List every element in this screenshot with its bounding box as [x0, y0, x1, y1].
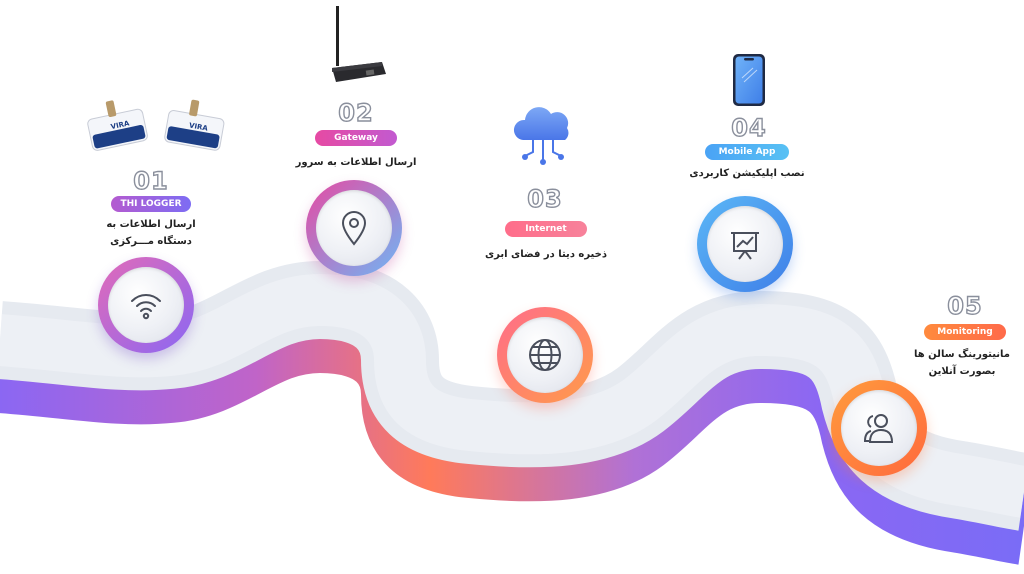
step-badge-5	[831, 380, 927, 476]
step-number-1: 01	[133, 167, 169, 195]
step-desc-1: ارسال اطلاعات به دستگاه مـــرکزی	[86, 216, 216, 250]
step-desc-2: ارسال اطلاعات به سرور	[291, 154, 421, 171]
logger-device-icon: VIRA VIRA	[87, 99, 225, 151]
globe-icon	[529, 339, 561, 371]
step-tag-1: THI LOGGER	[111, 196, 191, 212]
step-desc-3-line-1: ذخیره دیتا در فضای ابری	[485, 249, 607, 260]
step-tag-2: Gateway	[315, 130, 397, 146]
step-tag-5: Monitoring	[924, 324, 1006, 340]
step-desc-4-line-1: نصب اپلیکیشن کاربردی	[689, 168, 805, 179]
cloud-icon	[513, 107, 569, 165]
step-number-2: 02	[338, 99, 374, 127]
step-badge-2	[306, 180, 402, 276]
smartphone-icon	[733, 54, 765, 106]
step-badge-3	[497, 307, 593, 403]
step-desc-5-line-2: بصورت آنلاین	[928, 366, 996, 377]
step-desc-5-line-1: مانیتورینگ سالن ها	[914, 349, 1010, 360]
step-tag-3: Internet	[505, 221, 587, 237]
wifi-icon	[131, 294, 161, 320]
svg-text:VIRA: VIRA	[110, 119, 131, 131]
router-icon	[332, 6, 386, 82]
step-desc-2-line-1: ارسال اطلاعات به سرور	[295, 157, 417, 168]
step-tag-4: Mobile App	[705, 144, 789, 160]
step-desc-4: نصب اپلیکیشن کاربردی	[680, 165, 814, 182]
step-badge-1	[98, 257, 194, 353]
step-desc-1-line-2: دستگاه مـــرکزی	[110, 236, 192, 247]
step-badge-4	[697, 196, 793, 292]
step-desc-5: مانیتورینگ سالن ها بصورت آنلاین	[900, 346, 1024, 380]
presentation-chart-icon	[731, 232, 759, 260]
svg-text:VIRA: VIRA	[188, 121, 209, 132]
step-number-3: 03	[527, 185, 563, 213]
step-desc-1-line-1: ارسال اطلاعات به	[106, 219, 196, 230]
users-icon	[863, 414, 894, 443]
step-number-5: 05	[947, 292, 983, 320]
location-pin-icon	[341, 211, 367, 246]
step-number-4: 04	[731, 114, 767, 142]
step-desc-3: ذخیره دیتا در فضای ابری	[478, 246, 614, 263]
